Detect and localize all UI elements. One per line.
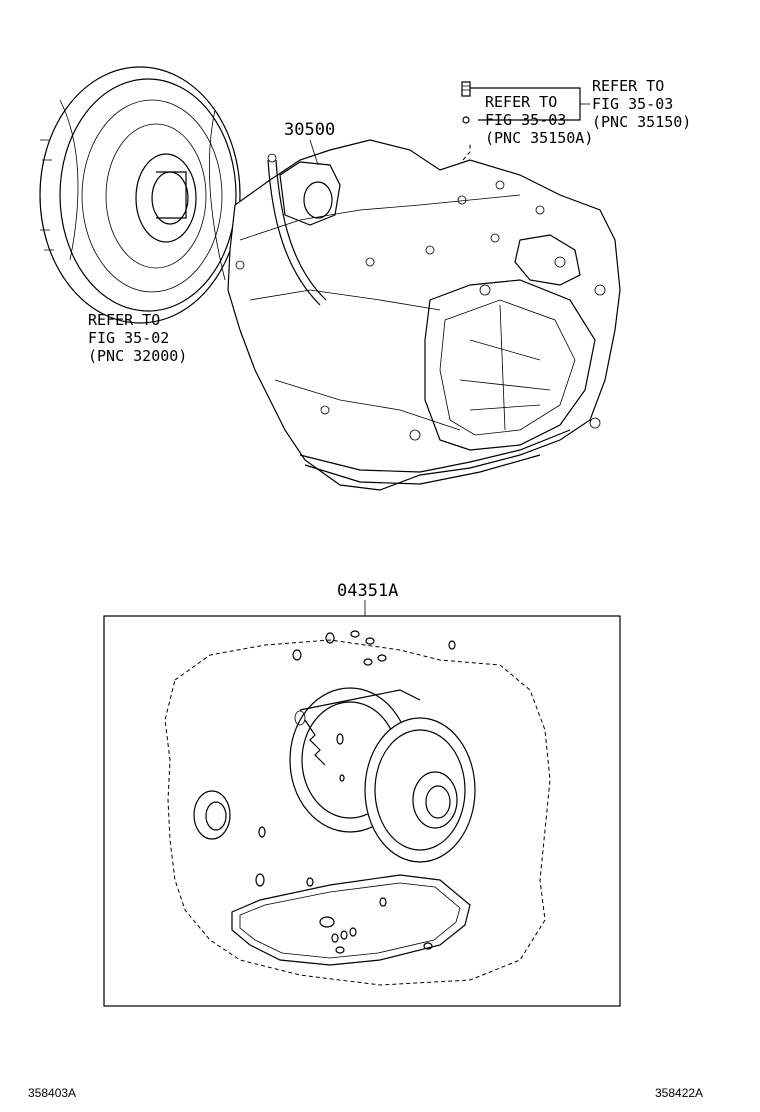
converter-ref-line2: FIG 35-02	[88, 329, 169, 347]
part-30500-leader	[309, 139, 319, 166]
converter-ref-line3: (PNC 32000)	[88, 347, 187, 365]
illustration-code-right: 358422A	[655, 1086, 703, 1100]
transaxle-assembly	[227, 139, 621, 491]
ref-35150a-line3: (PNC 35150A)	[485, 129, 593, 147]
converter-ref-line1: REFER TO	[88, 311, 160, 329]
o-ring-icon	[462, 116, 470, 124]
gasket-kit-frame	[103, 615, 621, 1007]
gasket-kit-contents	[164, 630, 551, 986]
ref-35150-line2: FIG 35-03	[592, 95, 673, 113]
part-number-30500: 30500	[284, 120, 335, 140]
torque-converter	[39, 66, 241, 324]
ref-35150-line3: (PNC 35150)	[592, 113, 691, 131]
ref-35150-line1: REFER TO	[592, 77, 664, 95]
ref-35150a-line1: REFER TO	[485, 93, 557, 111]
ref-35150a-line2: FIG 35-03	[485, 111, 566, 129]
illustration-code-left: 358403A	[28, 1086, 76, 1100]
sensor-plug-icon	[461, 81, 471, 97]
part-number-04351a: 04351A	[337, 581, 398, 601]
